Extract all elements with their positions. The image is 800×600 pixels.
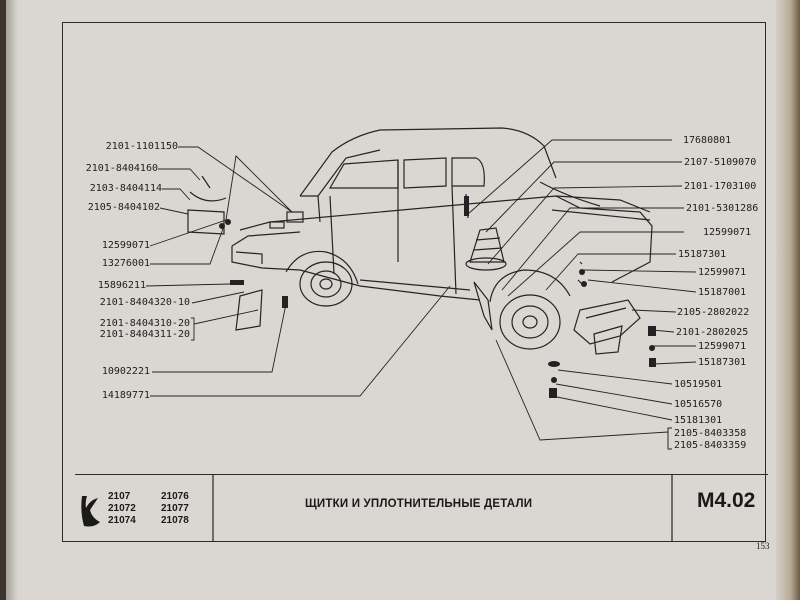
section-code: M4.02 — [697, 489, 756, 512]
part-label: 10516570 — [674, 399, 723, 410]
part-label: 15187301 — [698, 357, 747, 368]
part-label: 2101-5301286 — [686, 203, 759, 214]
clip-part — [225, 219, 231, 225]
model-code: 21077 — [161, 503, 189, 514]
part-label: 2101-8404160 — [85, 163, 158, 174]
model-code: 21072 — [108, 503, 136, 514]
part-label: 2101-1101150 — [105, 141, 178, 152]
model-code: 21078 — [161, 515, 189, 526]
nut-part — [579, 269, 585, 275]
models-col-1: 2107 21072 21074 — [108, 492, 136, 526]
part-label: 14189771 — [101, 390, 150, 401]
model-code: 21076 — [161, 491, 189, 502]
footer-table — [75, 474, 768, 542]
part-label: 2103-8404114 — [89, 183, 162, 194]
part-label: 2101-8404311-20 — [99, 329, 190, 340]
part-label: 2105-8404102 — [87, 202, 160, 213]
part-label: 15187001 — [698, 287, 747, 298]
part-label: 2101-2802025 — [676, 327, 749, 338]
car-body-drawing — [187, 127, 653, 355]
fastener-part — [282, 296, 288, 308]
part-label: 12599071 — [101, 240, 150, 251]
part-label: 2105-8403358 — [674, 428, 747, 439]
part-label: 12599071 — [703, 227, 752, 238]
section-title: ЩИТКИ И УПЛОТНИТЕЛЬНЫЕ ДЕТАЛИ — [305, 498, 533, 510]
part-label: 15896211 — [97, 280, 146, 291]
part-label: 2101-8404320-10 — [99, 297, 190, 308]
bracket-right — [667, 427, 672, 450]
bracket-left — [191, 317, 195, 341]
diagram-frame — [62, 22, 766, 542]
part-label: 2101-8404310-20 — [99, 318, 190, 329]
bolt-part — [230, 280, 244, 285]
leader-lines — [145, 139, 697, 448]
bolt-part-2 — [649, 358, 656, 367]
screw-part — [219, 223, 225, 229]
nut-part-2 — [649, 345, 655, 351]
part-label: 13276001 — [101, 258, 150, 269]
page-gutter-shadow — [6, 0, 18, 600]
part-label: 2105-8403359 — [674, 440, 747, 451]
catalog-page — [6, 0, 800, 600]
vaz-logo-icon — [81, 496, 100, 527]
part-label: 2105-2802022 — [677, 307, 750, 318]
page-stack-edge — [776, 0, 800, 600]
models-col-2: 21076 21077 21078 — [161, 492, 189, 526]
part-label: 2101-1703100 — [684, 181, 757, 192]
page-number: 153 — [756, 541, 770, 551]
screw-part-2 — [464, 196, 469, 216]
part-label: 2107-5109070 — [684, 157, 757, 168]
model-code: 2107 — [108, 491, 131, 502]
nut-part-3 — [551, 377, 557, 383]
bolt-part-3 — [549, 388, 557, 398]
part-label: 12599071 — [698, 267, 747, 278]
washer-part-2 — [548, 361, 560, 367]
part-label: 17680801 — [683, 135, 732, 146]
washer-part — [581, 281, 587, 287]
part-label: 12599071 — [698, 341, 747, 352]
part-label: 15181301 — [674, 415, 723, 426]
part-label: 15187301 — [678, 249, 727, 260]
part-label: 10902221 — [101, 366, 150, 377]
model-code: 21074 — [108, 515, 136, 526]
clip-part-2 — [648, 326, 656, 336]
part-label: 10519501 — [674, 379, 723, 390]
